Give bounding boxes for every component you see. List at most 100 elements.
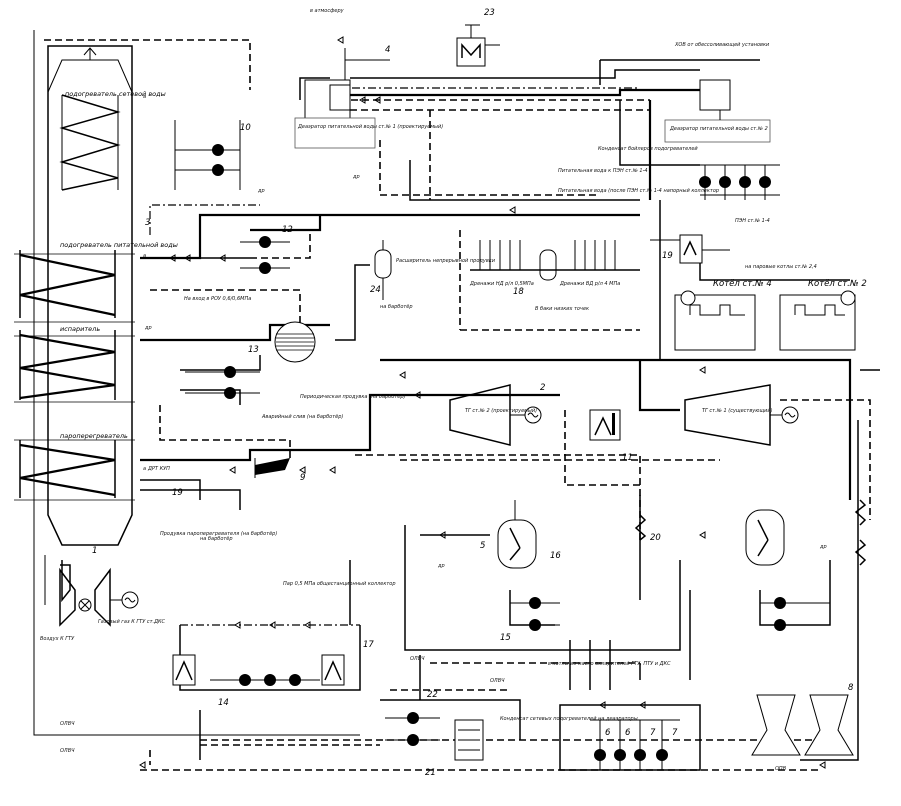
number-8: 8 (848, 683, 854, 693)
number-9: 9 (300, 473, 305, 483)
marker-a-3: а (143, 466, 146, 472)
number-16: 16 (550, 551, 561, 561)
label-periodic-blowdown: Периодическая продувка (на барботёр) (300, 394, 406, 400)
equipment-numbers: 1 2 3 4 5 6 6 7 7 8 9 10 11 12 13 14 15 … (92, 8, 854, 778)
label-evaporator: испаритель (60, 325, 100, 333)
label-to-bubbler-2: на барботёр (200, 536, 233, 542)
number-6: 6 (605, 728, 611, 738)
label-drain-tank: В баки низких точек (535, 306, 589, 312)
label-tg1: ТГ ст.№ 1 (существующий) (702, 408, 773, 414)
label-to-bubbler-1: на барботёр (380, 304, 413, 310)
marker-dr-3: др (144, 325, 152, 331)
number-7b: 7 (672, 728, 678, 738)
gas-turbine (44, 555, 139, 627)
number-2: 2 (540, 383, 545, 393)
label-condensate-network: Конденсат сетевых подогревателей на деаэ… (500, 716, 638, 722)
label-drain-high: Дренажи ВД р/л 4 МПа (559, 281, 620, 287)
label-cw-1: ОЛВЧ (60, 721, 75, 727)
label-emergency-drain: Аварийный слив (на барботёр) (261, 414, 343, 420)
pipelines (140, 59, 880, 771)
label-boiler-4: Котёл ст.№ 4 (713, 279, 772, 289)
label-cw-3: ОЛВЧ (410, 656, 425, 662)
boiler-4 (674, 290, 756, 351)
label-drain-low: Дренажи НД р/л 0,5МПа (469, 281, 534, 287)
number-1: 1 (92, 546, 97, 556)
number-6b: 6 (625, 728, 631, 738)
marker-a-2: а (143, 253, 146, 259)
number-22: 22 (427, 690, 438, 700)
pump-12 (240, 236, 290, 274)
marker-dr-1: др (352, 174, 360, 180)
number-18: 18 (513, 287, 524, 297)
drain-tank-18 (459, 230, 640, 331)
pump-13 (185, 366, 260, 399)
heater-21 (454, 719, 484, 761)
label-expander: Расширитель непрерывной продувки (396, 258, 496, 264)
pump-22 (385, 712, 440, 746)
label-to-roy: На вход в РОУ 0,6/0,6МПа (184, 296, 251, 302)
label-to-boilers: на паровые котлы ст.№ 2,4 (745, 264, 817, 270)
marker-dr-2: др (257, 188, 265, 194)
label-exhaust-gas: Газовый газ К ГТУ ст.ДКС (98, 619, 166, 625)
label-deaerator2: Деаэратор питательной воды ст.№ 2 (669, 126, 768, 132)
number-12: 12 (282, 225, 293, 235)
label-boiler-2: Котёл ст.№ 2 (808, 279, 867, 289)
pump-tg1-cond (760, 597, 830, 631)
label-cw-4: ОЛВЧ (490, 678, 505, 684)
number-11: 11 (622, 453, 633, 463)
label-steam-collector: Пар 0,5 МПа общестанционный коллектор (283, 581, 396, 587)
steam-drum (274, 321, 316, 363)
turbine-2 (449, 384, 542, 446)
label-feedwater-heater: подогреватель питательной воды (60, 241, 178, 249)
heater-23 (456, 24, 500, 67)
deaerator-2 (664, 79, 771, 143)
heater-9 (254, 458, 290, 478)
number-4: 4 (385, 45, 390, 55)
number-13: 13 (248, 345, 259, 355)
label-cw-2: ОЛВЧ (60, 748, 75, 754)
heater-19-top (650, 234, 730, 264)
heater-11 (589, 409, 621, 441)
valves (139, 36, 826, 769)
label-tg2: ТГ ст.№ 2 (проектируемый) (465, 408, 537, 414)
pumps-6-7 (590, 719, 680, 770)
pump-14 (210, 674, 320, 686)
number-3: 3 (145, 218, 150, 228)
marker-dr-5: др (437, 563, 445, 569)
expander-24 (374, 240, 392, 300)
turbine-1 (684, 384, 799, 446)
marker-a-1: а (143, 94, 146, 100)
feedwater-pumps (699, 164, 780, 200)
deaerator-1 (294, 48, 390, 149)
number-14: 14 (218, 698, 229, 708)
condenser-tg1 (745, 509, 785, 566)
number-5: 5 (480, 541, 485, 551)
label-air-intake: Воздух К ГТУ (40, 636, 75, 642)
label-deaerator1: Деаэратор питательной воды ст.№ 1 (проек… (297, 124, 443, 130)
hrsg-boiler (14, 30, 360, 736)
number-20: 20 (650, 533, 661, 543)
label-condensate-heaters: Конденсат бойлеров подогревателей (598, 146, 698, 152)
heater-left-lower (172, 654, 196, 686)
number-21: 21 (425, 768, 436, 778)
label-sh-purge: Продувка пароперегревателя (на барботёр) (160, 531, 277, 537)
number-24: 24 (370, 285, 381, 295)
label-feedwater-after: Питательная вода (после ПЭН ст.№ 1-4 нап… (558, 188, 719, 194)
heater-20 (634, 514, 647, 541)
pump-15 (510, 597, 560, 631)
boiler-2 (779, 290, 856, 351)
pump-10 (174, 120, 241, 190)
drain-markers: др др др др др а а а (143, 94, 827, 569)
label-atmosphere: в атмосферу (310, 8, 345, 14)
heater-17 (321, 654, 345, 686)
number-19-bottom: 19 (172, 488, 183, 498)
label-chem-water: ХОВ от обессоливающей установки (674, 42, 770, 48)
label-water-from-gtu: в котлы из масло охладителей ГТУ, ПТУ и … (548, 661, 671, 667)
number-17: 17 (363, 640, 374, 650)
number-15: 15 (500, 633, 511, 643)
number-10: 10 (240, 123, 251, 133)
label-drum-level: ДРТ КУП (147, 466, 170, 472)
label-pump-group: ПЭН ст.№ 1-4 (735, 218, 770, 224)
label-seal: ОПВ (775, 766, 787, 772)
